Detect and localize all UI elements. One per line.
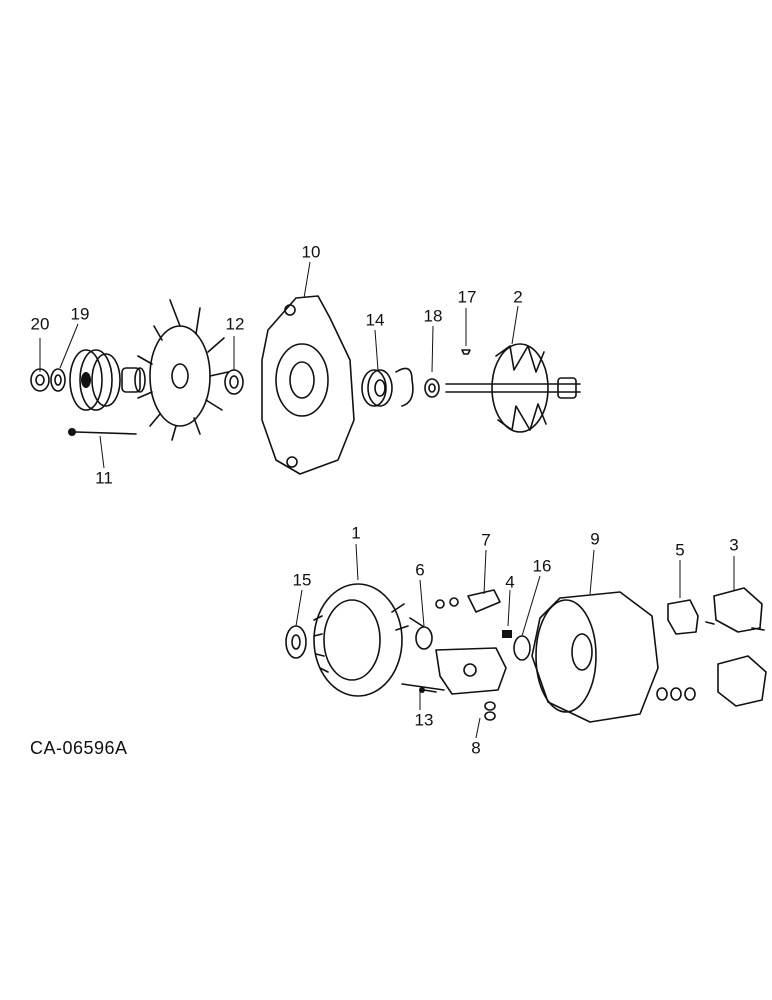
part-3-cover (705, 587, 767, 707)
callout-8: 8 (471, 738, 481, 758)
callout-17: 17 (457, 287, 477, 307)
callout-16: 16 (532, 556, 552, 576)
part-7-brush-holder (435, 589, 501, 613)
part-19-washer (50, 368, 66, 392)
part-8-rectifier (401, 647, 507, 721)
part-2-rotor (445, 343, 581, 433)
callout-9: 9 (590, 529, 600, 549)
part-12-collar (224, 369, 244, 395)
callout-15: 15 (292, 570, 312, 590)
spacer (121, 367, 146, 393)
washers (656, 687, 696, 701)
callout-20: 20 (30, 314, 50, 334)
callout-4: 4 (505, 572, 515, 592)
part-10-frame (261, 295, 355, 475)
pulley (69, 349, 121, 411)
callout-2: 2 (513, 287, 523, 307)
leader-lines (39, 261, 735, 739)
callout-3: 3 (729, 535, 739, 555)
part-15-bearing (285, 625, 307, 659)
part-16-oring (513, 635, 531, 661)
part-4-terminal (502, 630, 512, 638)
part-11-bolt (68, 428, 137, 436)
callout-7: 7 (481, 530, 491, 550)
callout-12: 12 (225, 314, 245, 334)
part-13-screws (419, 687, 437, 693)
callout-6: 6 (415, 560, 425, 580)
part-14-bearing (361, 369, 393, 407)
part-6-diode (409, 617, 433, 650)
callout-14: 14 (365, 310, 385, 330)
part-5-regulator (667, 599, 699, 635)
callout-11: 11 (95, 468, 113, 488)
part-17-key (461, 349, 471, 355)
callout-5: 5 (675, 540, 685, 560)
part-9-housing (531, 591, 659, 723)
fan (137, 299, 229, 441)
part-18-washer (424, 378, 440, 398)
callout-19: 19 (70, 304, 90, 324)
drawing-code: CA-06596A (30, 738, 128, 758)
callout-13: 13 (414, 710, 434, 730)
callout-1: 1 (351, 523, 361, 543)
callout-18: 18 (423, 306, 443, 326)
callout-10: 10 (301, 242, 321, 262)
retainer-clip (395, 367, 414, 407)
part-1-stator (313, 583, 409, 697)
part-20-nut (30, 368, 50, 392)
